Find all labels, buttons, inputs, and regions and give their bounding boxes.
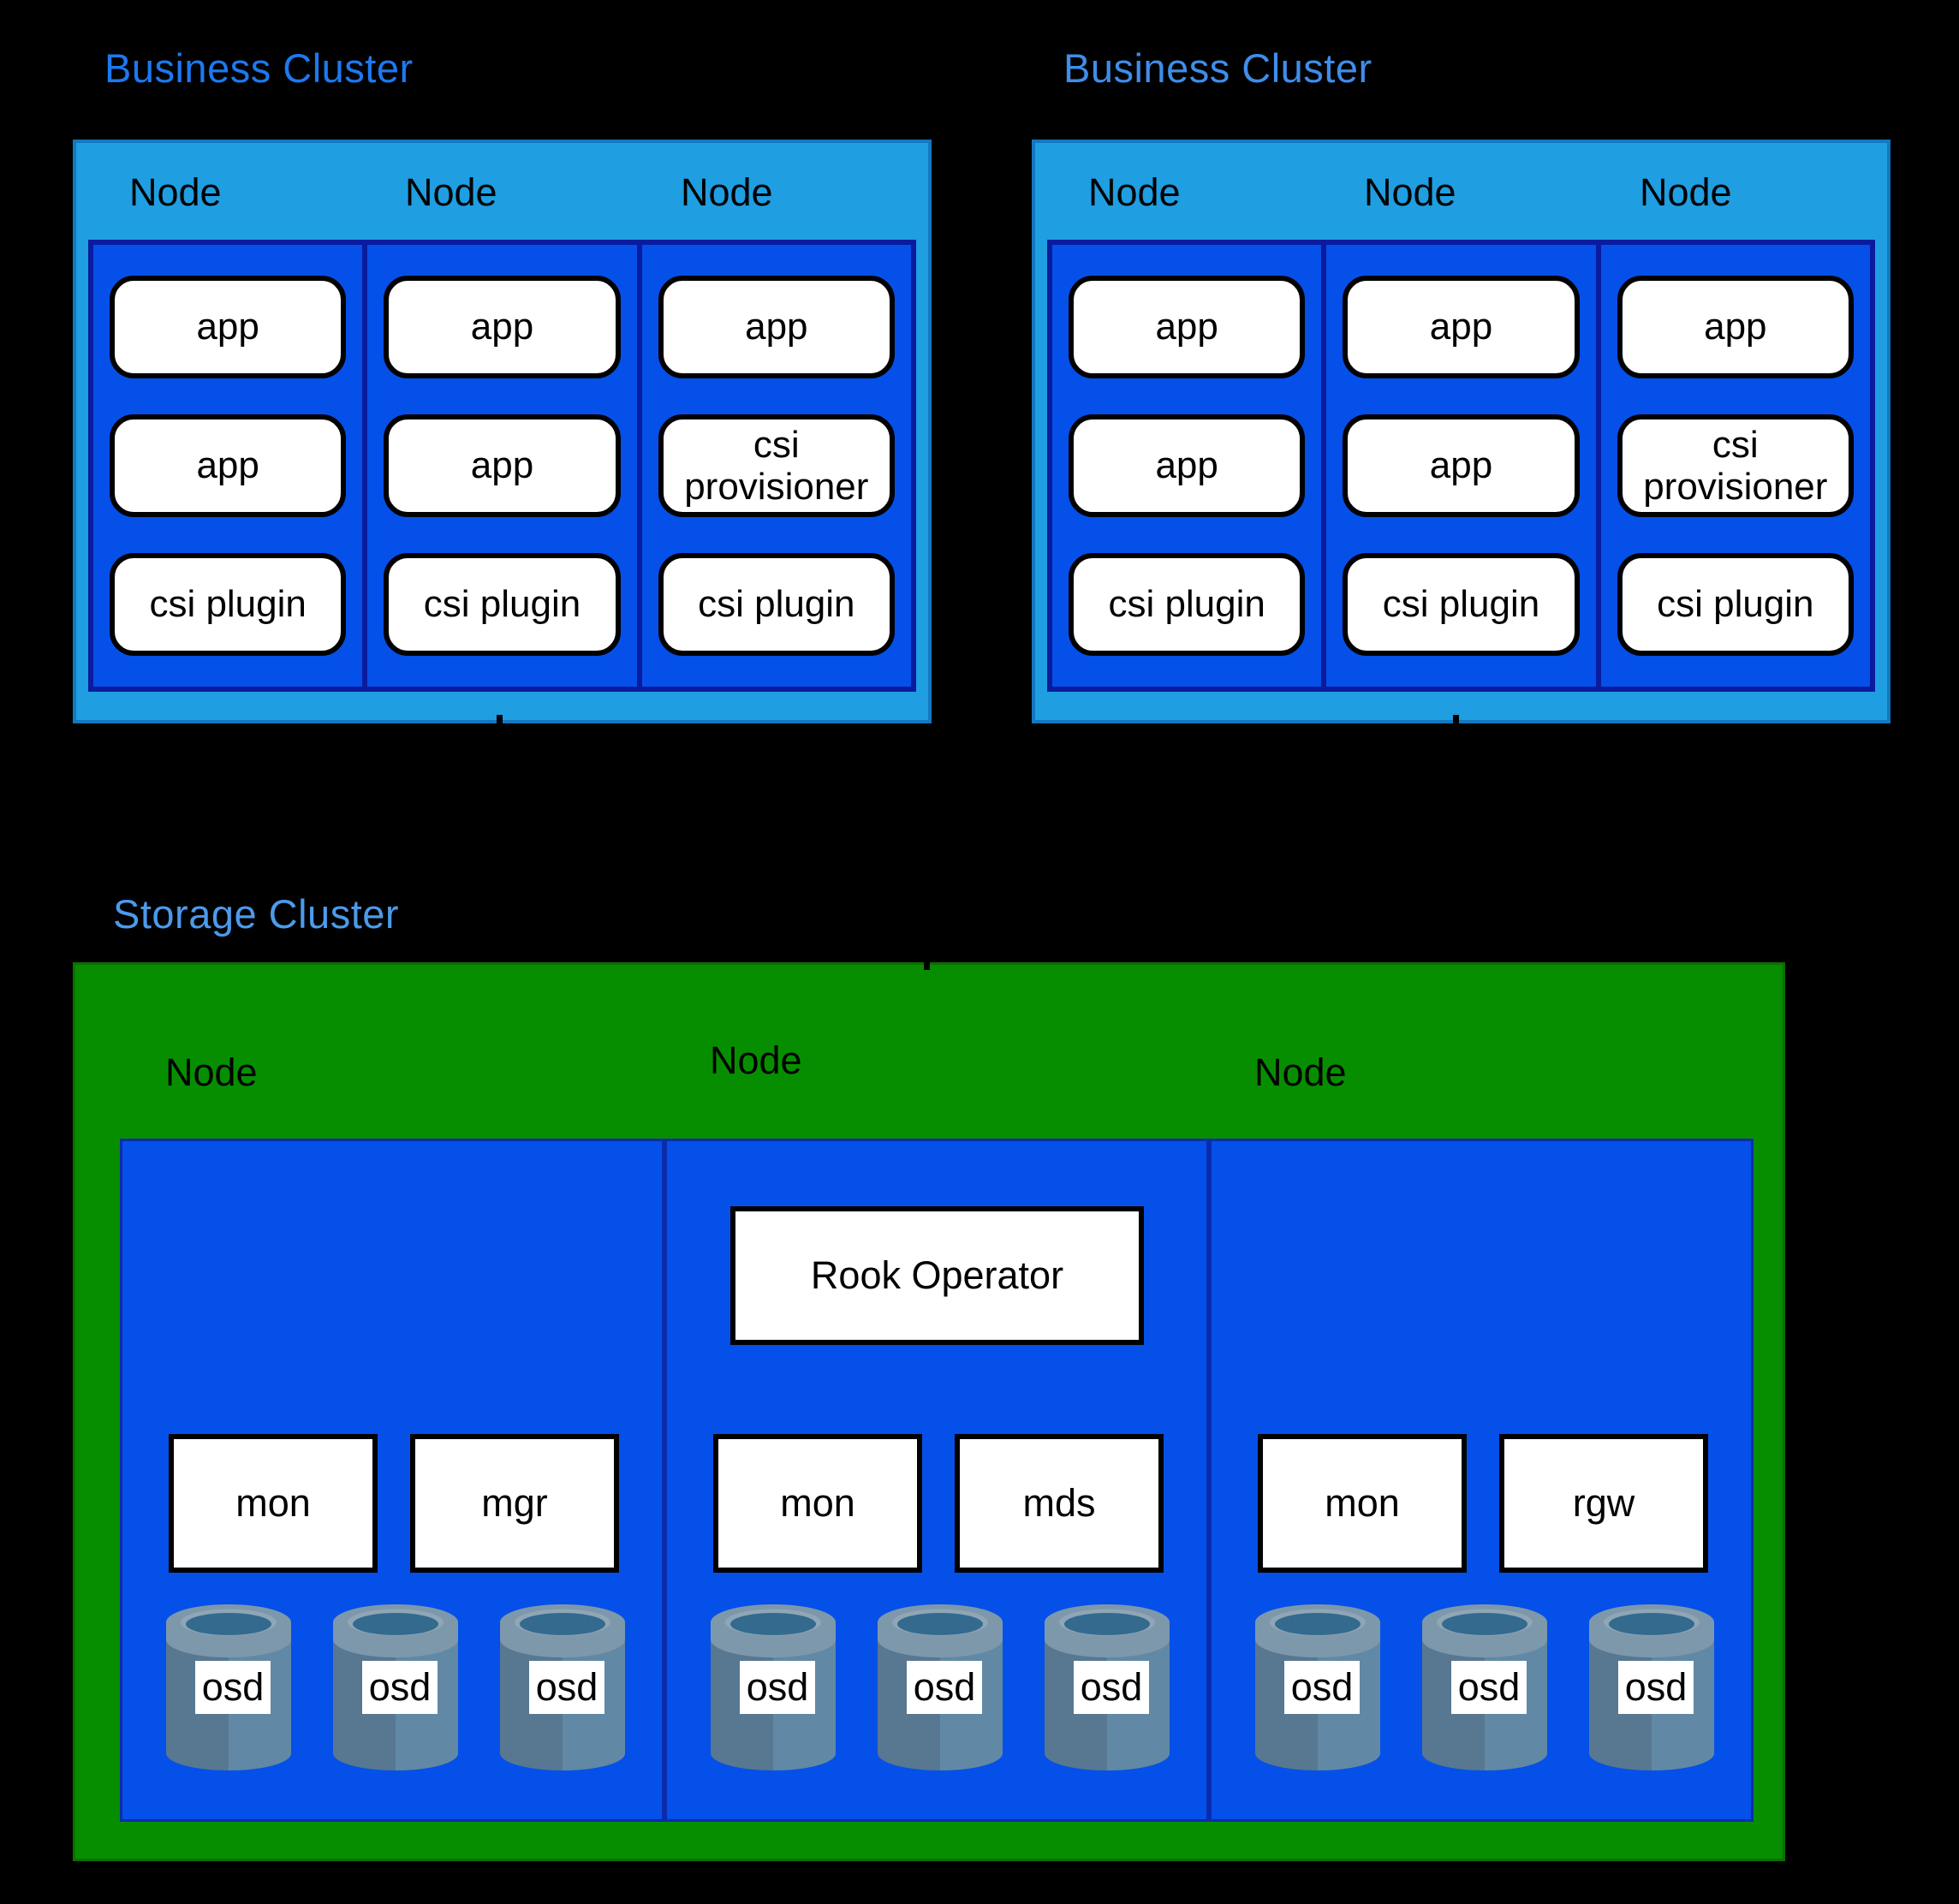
business-cluster-2-title: Business Cluster bbox=[1063, 45, 1372, 91]
pod-csi-provisioner: csi provisioner bbox=[1617, 414, 1854, 517]
node-label: Node bbox=[1088, 170, 1181, 214]
osd-cylinder: osd bbox=[1039, 1599, 1175, 1779]
osd-label: osd bbox=[362, 1661, 438, 1714]
osd-label: osd bbox=[1284, 1661, 1360, 1714]
node-area: app app csi plugin app app csi plugin ap… bbox=[1047, 240, 1875, 692]
pod-csi-plugin: csi plugin bbox=[1069, 553, 1306, 656]
storage-node-column: mon rgw osd bbox=[1212, 1141, 1751, 1819]
osd-cylinder: osd bbox=[1584, 1599, 1719, 1779]
business-cluster-1-title: Business Cluster bbox=[104, 45, 414, 91]
pod-app: app bbox=[110, 414, 347, 517]
node-label: Node bbox=[129, 170, 222, 214]
storage-node-column: mon mgr osd bbox=[122, 1141, 662, 1819]
osd-label: osd bbox=[195, 1661, 271, 1714]
node-column: app app csi plugin bbox=[1326, 245, 1596, 687]
pod-csi-plugin: csi plugin bbox=[658, 553, 895, 656]
pod-app: app bbox=[384, 276, 621, 378]
rook-operator-box: Rook Operator bbox=[730, 1206, 1144, 1345]
osd-cylinder: osd bbox=[161, 1599, 296, 1779]
business-cluster-1: Node Node Node app app csi plugin app ap… bbox=[73, 140, 932, 723]
pod-app: app bbox=[110, 276, 347, 378]
osd-cylinder: osd bbox=[1417, 1599, 1552, 1779]
node-label: Node bbox=[1364, 170, 1456, 214]
node-label: Node bbox=[1254, 1050, 1347, 1094]
storage-node-area: mon mgr osd bbox=[120, 1139, 1754, 1822]
osd-label: osd bbox=[1451, 1661, 1527, 1714]
pod-csi-plugin: csi plugin bbox=[384, 553, 621, 656]
daemon-mon: mon bbox=[1258, 1434, 1467, 1573]
osd-label: osd bbox=[1074, 1661, 1149, 1714]
pod-app: app bbox=[658, 276, 895, 378]
pod-app: app bbox=[384, 414, 621, 517]
storage-cluster-title: Storage Cluster bbox=[113, 891, 400, 937]
osd-label: osd bbox=[740, 1661, 815, 1714]
pod-app: app bbox=[1343, 414, 1580, 517]
node-column: app app csi plugin bbox=[93, 245, 363, 687]
daemon-mds: mds bbox=[955, 1434, 1164, 1573]
storage-cluster: Node Node Node mon mgr osd bbox=[73, 962, 1785, 1861]
pod-app: app bbox=[1617, 276, 1854, 378]
osd-label: osd bbox=[529, 1661, 604, 1714]
daemon-mon: mon bbox=[169, 1434, 378, 1573]
daemon-mon: mon bbox=[713, 1434, 922, 1573]
pod-csi-plugin: csi plugin bbox=[1343, 553, 1580, 656]
osd-cylinder: osd bbox=[706, 1599, 841, 1779]
node-column: app csi provisioner csi plugin bbox=[641, 245, 911, 687]
osd-label: osd bbox=[1618, 1661, 1694, 1714]
node-column: app app csi plugin bbox=[367, 245, 637, 687]
daemon-mgr: mgr bbox=[410, 1434, 619, 1573]
osd-label: osd bbox=[907, 1661, 982, 1714]
connector-stub bbox=[1453, 715, 1459, 729]
node-label: Node bbox=[1640, 170, 1732, 214]
osd-cylinder: osd bbox=[872, 1599, 1008, 1779]
pod-csi-provisioner: csi provisioner bbox=[658, 414, 895, 517]
node-label: Node bbox=[710, 1038, 802, 1082]
pod-csi-plugin: csi plugin bbox=[110, 553, 347, 656]
business-cluster-2: Node Node Node app app csi plugin app ap… bbox=[1032, 140, 1891, 723]
connector-stub bbox=[497, 715, 503, 729]
connector-stub bbox=[924, 955, 930, 970]
node-label: Node bbox=[165, 1050, 258, 1094]
pod-app: app bbox=[1069, 414, 1306, 517]
osd-cylinder: osd bbox=[1250, 1599, 1385, 1779]
node-label: Node bbox=[405, 170, 497, 214]
osd-cylinder: osd bbox=[495, 1599, 630, 1779]
pod-csi-plugin: csi plugin bbox=[1617, 553, 1854, 656]
daemon-rgw: rgw bbox=[1499, 1434, 1708, 1573]
node-column: app csi provisioner csi plugin bbox=[1600, 245, 1870, 687]
pod-app: app bbox=[1343, 276, 1580, 378]
node-label: Node bbox=[681, 170, 773, 214]
osd-cylinder: osd bbox=[328, 1599, 463, 1779]
storage-node-column: Rook Operator mon mds osd bbox=[667, 1141, 1206, 1819]
node-area: app app csi plugin app app csi plugin ap… bbox=[88, 240, 916, 692]
node-column: app app csi plugin bbox=[1052, 245, 1322, 687]
pod-app: app bbox=[1069, 276, 1306, 378]
